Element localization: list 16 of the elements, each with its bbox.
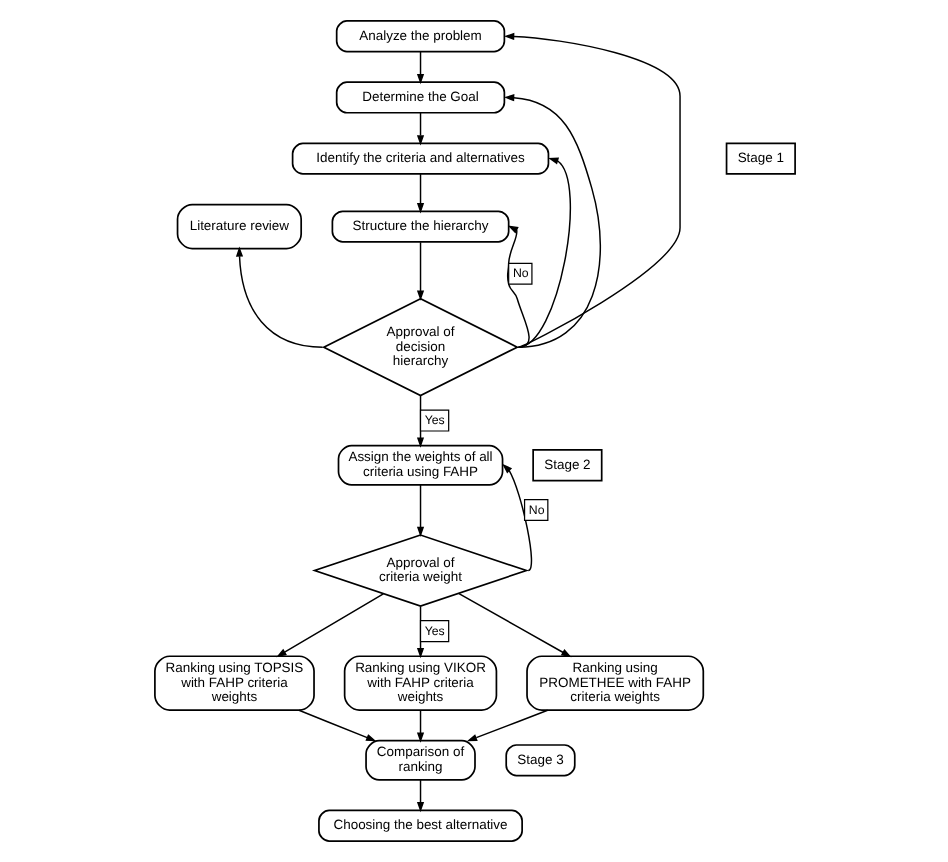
arrow: [457, 592, 571, 658]
arrow: [465, 709, 548, 742]
arrow: [415, 779, 424, 813]
arrow: [415, 112, 424, 146]
arrow: [415, 241, 424, 301]
arrow: [275, 593, 384, 658]
arrow: [415, 709, 424, 743]
arrow: [297, 709, 376, 742]
arrow: [415, 484, 424, 538]
arrow: [415, 50, 424, 85]
arrow: [415, 173, 424, 214]
arrow: [234, 246, 323, 348]
arrow: [415, 605, 424, 659]
arrow: [501, 463, 532, 572]
arrow: [415, 395, 424, 448]
arrow: [502, 94, 601, 348]
